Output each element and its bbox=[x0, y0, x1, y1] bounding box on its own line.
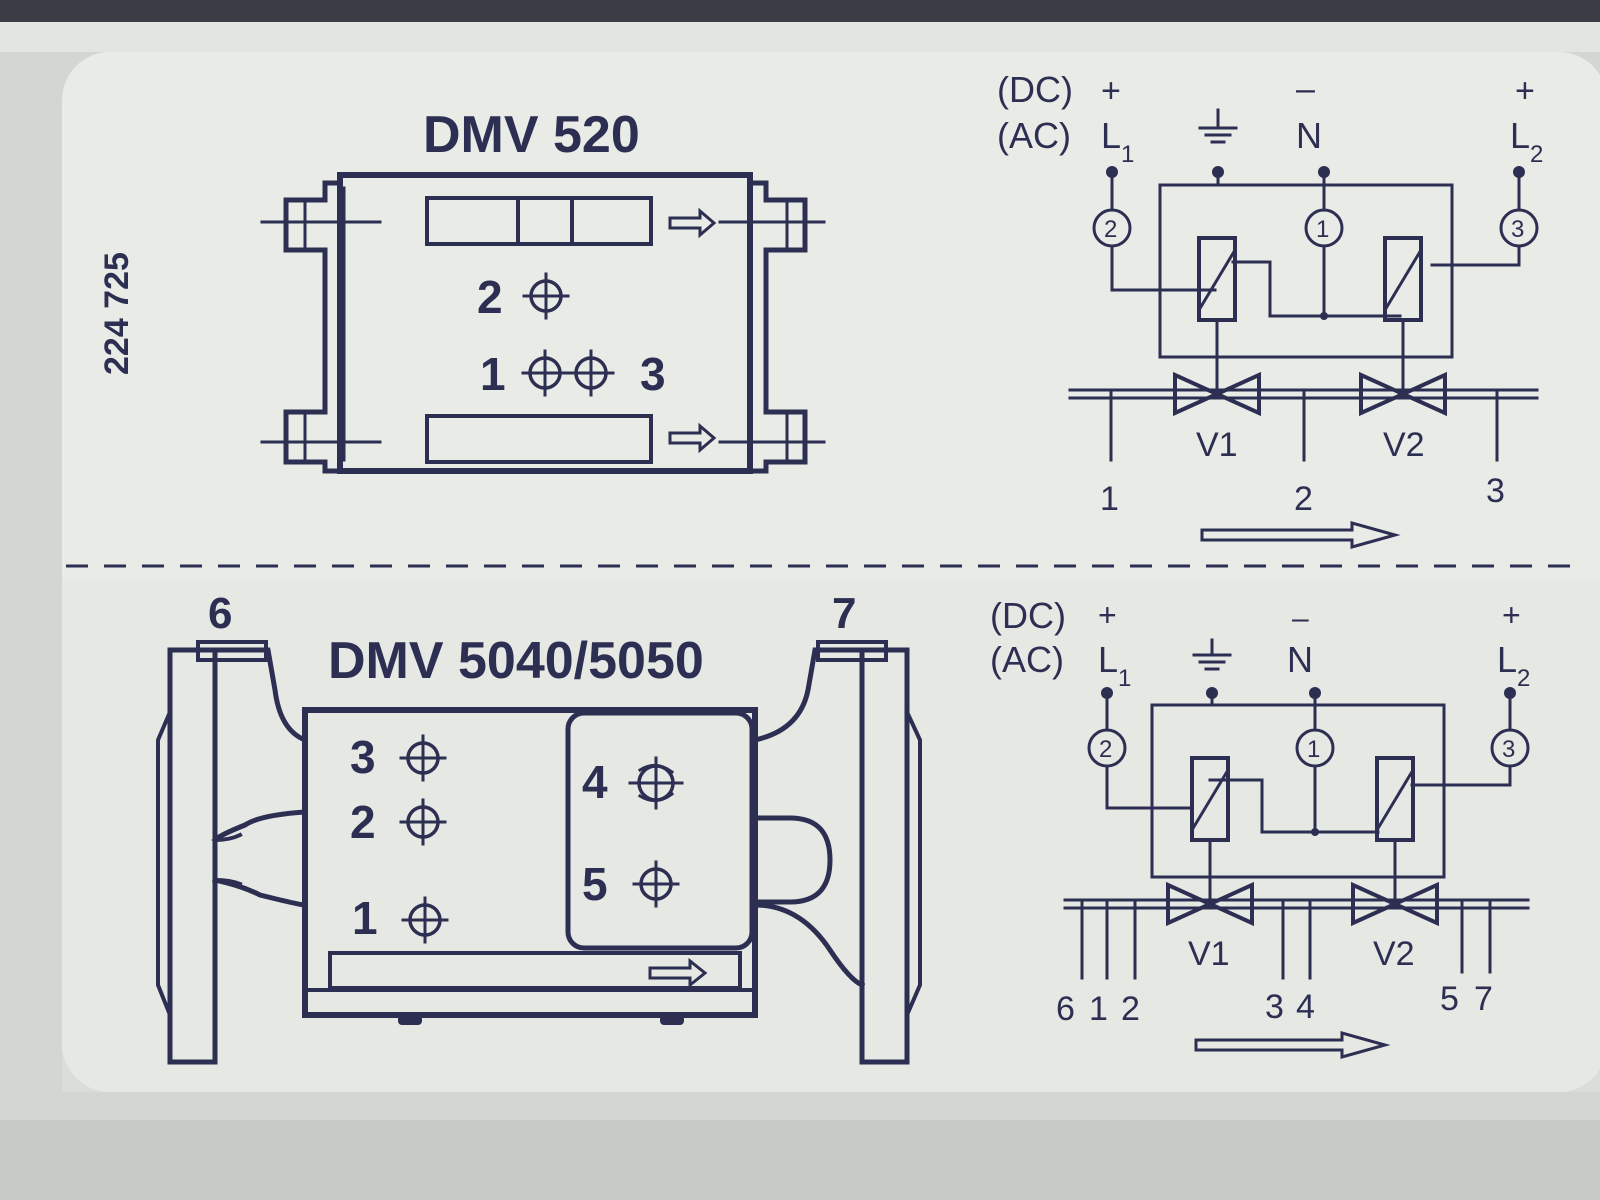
dmv5040-title: DMV 5040/5050 bbox=[328, 632, 704, 690]
plus-right-top: + bbox=[1515, 72, 1535, 110]
pipe-port-top-2: 2 bbox=[1294, 480, 1313, 518]
pipe-port-bottom-2: 2 bbox=[1121, 990, 1140, 1028]
dmv5040-point-4-label: 4 bbox=[582, 756, 608, 808]
terminal-left-bottom: 2 bbox=[1099, 736, 1112, 763]
dmv520-outline: DMV 520 2 1 bbox=[260, 106, 826, 474]
plus-right-bottom: + bbox=[1502, 597, 1521, 633]
ac-label-top: (AC) bbox=[997, 115, 1071, 156]
flow-arrow-top bbox=[1200, 521, 1401, 549]
dmv520-point-2-icon bbox=[522, 272, 570, 320]
ground-icon-top bbox=[1198, 108, 1238, 144]
dmv5040-point-3-icon bbox=[399, 734, 447, 782]
dc-label-bottom: (DC) bbox=[990, 595, 1066, 636]
dmv5040-point-5-label: 5 bbox=[582, 858, 608, 910]
plus-left-top: + bbox=[1101, 72, 1121, 110]
dmv5040-point-4-icon bbox=[628, 756, 684, 810]
dmv520-point-3-icon bbox=[567, 349, 615, 397]
pipe-port-top-3: 3 bbox=[1486, 472, 1505, 510]
minus-top: – bbox=[1296, 70, 1315, 108]
v2-top: V2 bbox=[1383, 426, 1425, 464]
terminal-left-top: 2 bbox=[1104, 216, 1117, 243]
dmv5040-point-1-icon bbox=[401, 896, 449, 944]
l2-bottom: L2 bbox=[1497, 639, 1530, 692]
wiring-diagram-top: (DC) (AC) + – + L1 N L2 2 1 3 bbox=[997, 69, 1543, 549]
part-number: 224 725 bbox=[98, 252, 136, 375]
v2-bottom: V2 bbox=[1373, 935, 1415, 973]
plus-left-bottom: + bbox=[1098, 597, 1117, 633]
dmv520-point-1-label: 1 bbox=[480, 348, 506, 400]
flange-left-label: 6 bbox=[208, 589, 232, 638]
terminal-right-bottom: 3 bbox=[1502, 736, 1515, 763]
dmv5040-point-3-label: 3 bbox=[350, 731, 376, 783]
pipe-port-top-1: 1 bbox=[1100, 480, 1119, 518]
minus-bottom: – bbox=[1292, 602, 1309, 635]
terminal-mid-bottom: 1 bbox=[1307, 736, 1320, 763]
dmv5040-point-2-icon bbox=[399, 798, 447, 846]
dmv520-point-3-label: 3 bbox=[640, 348, 666, 400]
l1-top: L1 bbox=[1101, 115, 1134, 168]
flange-right-label: 7 bbox=[832, 589, 856, 638]
l2-top: L2 bbox=[1510, 115, 1543, 168]
dmv5040-outline: DMV 5040/5050 6 7 3 bbox=[156, 589, 922, 1065]
terminal-mid-top: 1 bbox=[1316, 216, 1329, 243]
wiring-diagram-bottom: (DC) (AC) + – + L1 N L2 2 1 3 bbox=[990, 595, 1530, 1059]
pipe-port-bottom-7: 7 bbox=[1474, 980, 1493, 1018]
ac-label-bottom: (AC) bbox=[990, 639, 1064, 680]
l1-bottom: L1 bbox=[1098, 639, 1131, 692]
pipe-port-bottom-6: 6 bbox=[1056, 990, 1075, 1028]
pipe-port-bottom-4: 4 bbox=[1296, 988, 1315, 1026]
pipe-port-bottom-5: 5 bbox=[1440, 980, 1459, 1018]
dmv5040-point-5-icon bbox=[632, 860, 680, 908]
dmv5040-point-2-label: 2 bbox=[350, 796, 376, 848]
n-bottom: N bbox=[1287, 639, 1313, 680]
n-top: N bbox=[1296, 115, 1322, 156]
ground-icon-bottom bbox=[1192, 638, 1232, 671]
pipe-port-bottom-1: 1 bbox=[1089, 990, 1108, 1028]
v1-top: V1 bbox=[1196, 426, 1238, 464]
dmv520-point-2-label: 2 bbox=[477, 271, 503, 323]
dmv520-point-1-icon bbox=[521, 349, 569, 397]
flow-arrow-bottom bbox=[1194, 1031, 1391, 1059]
dmv520-title: DMV 520 bbox=[423, 106, 640, 164]
dc-label-top: (DC) bbox=[997, 69, 1073, 110]
v1-bottom: V1 bbox=[1188, 935, 1230, 973]
dmv5040-point-1-label: 1 bbox=[352, 892, 378, 944]
terminal-right-top: 3 bbox=[1511, 216, 1524, 243]
pipe-port-bottom-3: 3 bbox=[1265, 988, 1284, 1026]
